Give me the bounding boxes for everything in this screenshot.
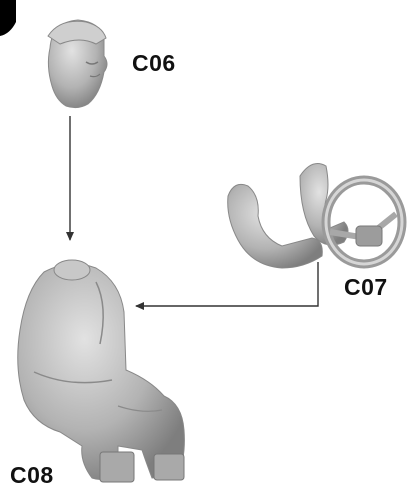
label-c07: C07 (344, 276, 388, 299)
torso-legs-part (18, 260, 185, 482)
label-c08: C08 (10, 464, 54, 487)
label-c06: C06 (132, 52, 176, 75)
head-part (48, 20, 107, 108)
corner-mark (0, 0, 16, 36)
arms-wheel-part (228, 164, 402, 268)
arrow-arms-to-body (136, 262, 318, 306)
